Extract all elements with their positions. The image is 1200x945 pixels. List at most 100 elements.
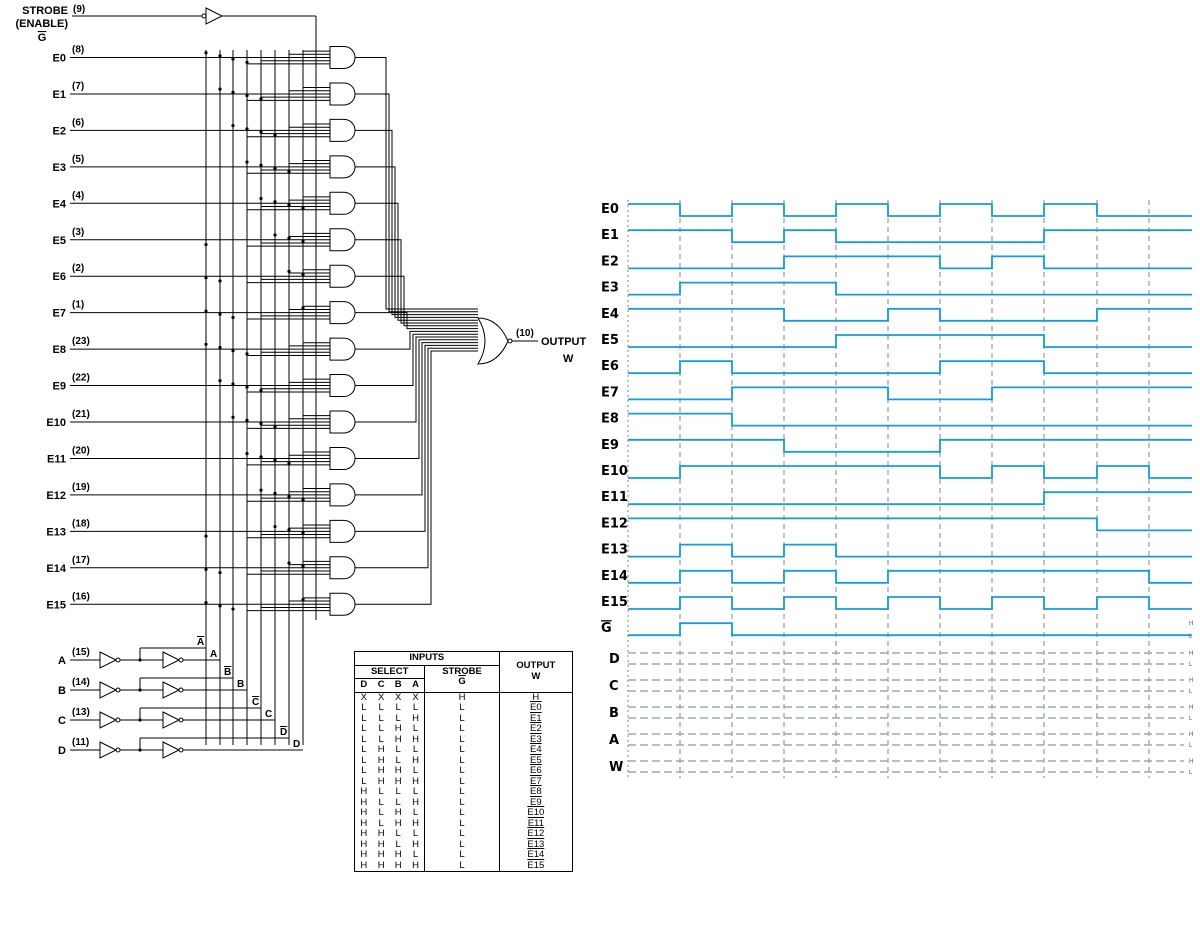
select-inverter <box>162 741 181 759</box>
cell-d: L <box>361 744 367 755</box>
dashed-l-mark: L <box>1189 662 1193 668</box>
waveform-g <box>628 622 1192 637</box>
cell-g: L <box>424 786 500 798</box>
junction-dot <box>259 130 263 134</box>
input-pin-e6: (2) <box>72 263 84 274</box>
and-gate <box>329 374 356 398</box>
junction-dot <box>218 345 222 350</box>
input-label-e0: E0 <box>53 53 66 65</box>
select-label-a: A <box>58 655 66 667</box>
wave-label-e10: E10 <box>601 464 628 479</box>
junction-dot <box>231 315 235 320</box>
input-pin-e3: (5) <box>72 154 84 165</box>
junction-dot <box>218 312 222 316</box>
select-pin-c: (13) <box>72 707 90 718</box>
waveform-e13 <box>628 543 1192 558</box>
junction-dot <box>245 385 249 389</box>
dashed-h-mark: H <box>1189 651 1193 657</box>
input-label-e12: E12 <box>46 490 66 502</box>
junction-dot <box>231 124 235 128</box>
cell-c: H <box>377 849 385 860</box>
cell-d: H <box>360 807 368 818</box>
cell-a: L <box>412 765 419 776</box>
true-label-b: B <box>237 679 244 690</box>
junction-dot <box>287 203 291 207</box>
dashed-l-mark: L <box>1189 770 1193 776</box>
cell-a: H <box>412 775 419 787</box>
waveform-e5 <box>628 334 1192 348</box>
strobe-header-label: STROBE <box>442 665 482 677</box>
wave-label-e8: E8 <box>601 412 619 427</box>
input-pin-e4: (4) <box>72 190 84 201</box>
waveform-e3 <box>628 281 1192 296</box>
junction-dot <box>245 60 249 64</box>
waveform-e15 <box>628 596 1192 610</box>
gate-output-wire <box>355 350 478 605</box>
cell-b: H <box>394 859 402 871</box>
waveform-e4 <box>628 307 1192 322</box>
cell-a: H <box>412 817 419 829</box>
input-label-e10: E10 <box>46 417 66 429</box>
bar-label-a: A <box>197 637 204 648</box>
junction-dot <box>287 561 291 565</box>
cell-b: L <box>395 838 401 850</box>
wave-h-mark: H <box>1189 621 1193 627</box>
junction-dot <box>231 382 235 386</box>
select-inverter <box>99 651 118 669</box>
junction-dot <box>218 379 222 383</box>
gate-output-wire <box>355 344 478 532</box>
input-label-e8: E8 <box>53 344 66 356</box>
bar-label-c: C <box>252 697 259 708</box>
input-label-e5: E5 <box>53 235 66 247</box>
cell-d: L <box>361 765 367 776</box>
junction-dot <box>245 160 249 164</box>
strobe-header: STROBE G <box>424 664 500 693</box>
wave-label-e2: E2 <box>601 254 619 269</box>
and-gate <box>329 337 356 361</box>
cell-d: X <box>360 691 368 703</box>
cell-d: L <box>361 754 367 766</box>
cell-g: L <box>424 765 500 777</box>
input-label-e1: E1 <box>53 89 66 101</box>
select-inverter <box>162 711 181 729</box>
select-pin-d: (11) <box>72 737 89 748</box>
input-pin-e2: (6) <box>72 117 84 128</box>
and-gate <box>329 410 356 434</box>
junction-dot <box>259 488 263 492</box>
input-label-e14: E14 <box>46 563 66 575</box>
junction-dot <box>218 279 222 283</box>
cell-a: H <box>412 712 419 724</box>
cell-d: L <box>361 712 367 724</box>
junction-dot <box>204 601 208 605</box>
dashed-h-mark: H <box>1189 705 1193 711</box>
enable-label: (ENABLE) <box>15 18 68 30</box>
dashed-label-w: W <box>609 760 623 775</box>
junction-dot <box>273 425 277 429</box>
cell-a: H <box>412 859 419 871</box>
junction-dot <box>287 461 291 465</box>
cell-w: E3 <box>498 734 574 745</box>
select-inverter <box>99 711 118 729</box>
cell-d: H <box>360 849 368 860</box>
cell-a: L <box>412 723 419 734</box>
cell-c: H <box>377 754 385 766</box>
wave-label-e15: E15 <box>601 595 628 610</box>
junction-dot <box>245 93 249 98</box>
and-gate <box>329 519 356 543</box>
output-header-line1: OUTPUT <box>516 660 556 672</box>
junction-dot <box>204 342 208 346</box>
gate-output-wire <box>355 312 478 330</box>
cell-g: L <box>424 744 500 756</box>
and-gate <box>329 483 356 507</box>
junction-dot <box>273 133 277 137</box>
input-pin-e14: (17) <box>72 555 90 566</box>
gate-output-wire <box>355 57 478 310</box>
junction-dot <box>245 418 249 422</box>
cell-b: L <box>395 828 401 839</box>
cell-a: H <box>412 838 419 850</box>
cell-c: H <box>377 775 385 787</box>
